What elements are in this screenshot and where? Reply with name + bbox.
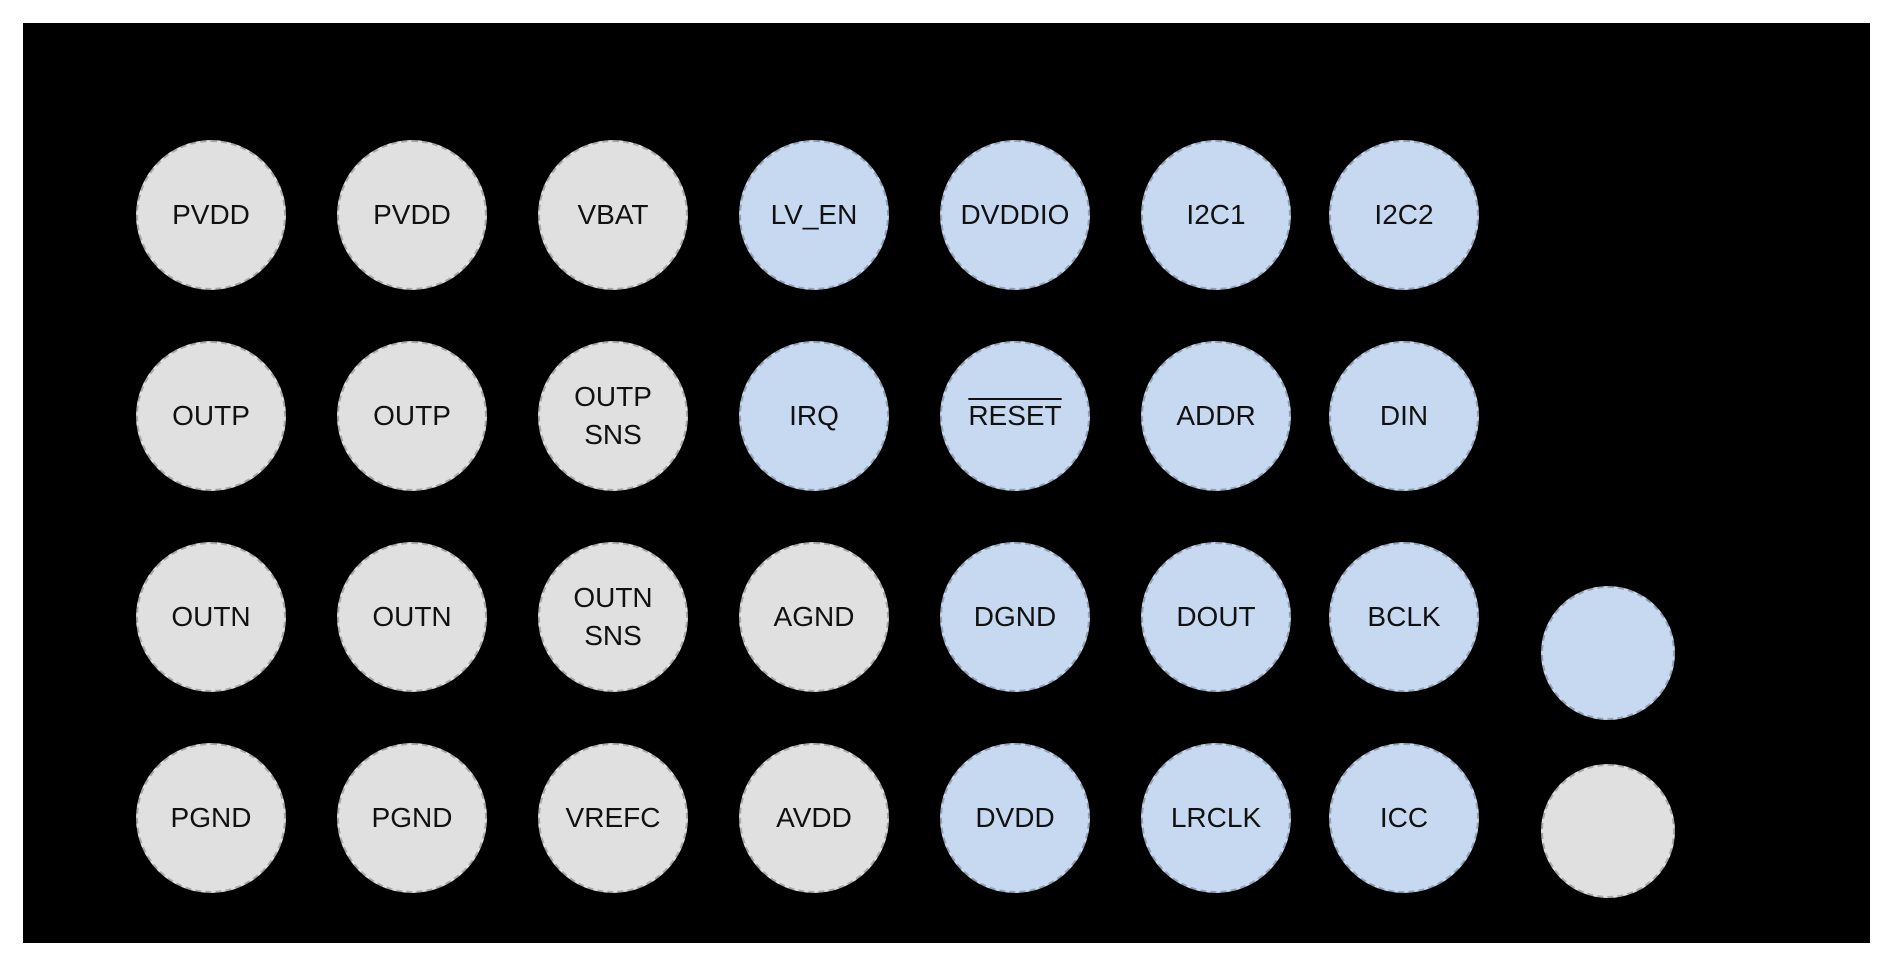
pin-label: I2C2 bbox=[1374, 199, 1434, 230]
pin-avdd: AVDD bbox=[739, 743, 889, 893]
pin-label-line-1: OUTN bbox=[573, 582, 653, 613]
pin-outp-sns: OUTP SNS bbox=[538, 341, 688, 491]
pin-i2c2: I2C2 bbox=[1329, 140, 1479, 290]
pin-label: LV_EN bbox=[770, 199, 858, 230]
pin-irq: IRQ bbox=[739, 341, 889, 491]
pin-label: PVDD bbox=[373, 199, 451, 230]
pin-addr: ADDR bbox=[1141, 341, 1291, 491]
pin-pvdd-2: PVDD bbox=[337, 140, 487, 290]
pin-label: AGND bbox=[773, 601, 855, 632]
pin-label: DGND bbox=[973, 601, 1057, 632]
legend-analog-swatch bbox=[1541, 764, 1675, 898]
pin-dgnd: DGND bbox=[940, 542, 1090, 692]
pin-vbat: VBAT bbox=[538, 140, 688, 290]
pin-label-line-2: SNS bbox=[584, 419, 642, 450]
pin-i2c1: I2C1 bbox=[1141, 140, 1291, 290]
legend-digital-swatch bbox=[1541, 586, 1675, 720]
pin-outn-1: OUTN bbox=[136, 542, 286, 692]
pin-bclk: BCLK bbox=[1329, 542, 1479, 692]
pin-label: DIN bbox=[1379, 400, 1429, 431]
pin-label: ADDR bbox=[1176, 400, 1256, 431]
pin-label: IRQ bbox=[789, 400, 839, 431]
pin-label: PGND bbox=[170, 802, 252, 833]
pin-outp-1: OUTP bbox=[136, 341, 286, 491]
pin-label: OUTP bbox=[172, 400, 250, 431]
pin-dvddio: DVDDIO bbox=[940, 140, 1090, 290]
pin-icc: ICC bbox=[1329, 743, 1479, 893]
pin-dout: DOUT bbox=[1141, 542, 1291, 692]
pin-label: VREFC bbox=[565, 802, 661, 833]
pin-label: OUTN bbox=[171, 601, 251, 632]
pin-label: I2C1 bbox=[1186, 199, 1246, 230]
pin-label: ICC bbox=[1379, 802, 1429, 833]
pin-label-line-1: OUTP bbox=[574, 381, 652, 412]
pin-label: PGND bbox=[371, 802, 453, 833]
pin-reset-n: RESET bbox=[940, 341, 1090, 491]
pin-pgnd-2: PGND bbox=[337, 743, 487, 893]
pin-agnd: AGND bbox=[739, 542, 889, 692]
pin-pvdd-1: PVDD bbox=[136, 140, 286, 290]
pin-dvdd: DVDD bbox=[940, 743, 1090, 893]
pin-label: DVDDIO bbox=[960, 199, 1070, 230]
pin-pgnd-1: PGND bbox=[136, 743, 286, 893]
pin-label: RESET bbox=[968, 400, 1062, 431]
pin-label: BCLK bbox=[1367, 601, 1441, 632]
pin-lv-en: LV_EN bbox=[739, 140, 889, 290]
pin-label: AVDD bbox=[776, 802, 852, 833]
pin-din: DIN bbox=[1329, 341, 1479, 491]
pin-label: VBAT bbox=[577, 199, 649, 230]
pin-vrefc: VREFC bbox=[538, 743, 688, 893]
pin-label: DOUT bbox=[1176, 601, 1256, 632]
pin-label: OUTN bbox=[372, 601, 452, 632]
pin-label: PVDD bbox=[172, 199, 250, 230]
pin-label: DVDD bbox=[975, 802, 1055, 833]
pin-outn-sns: OUTN SNS bbox=[538, 542, 688, 692]
pin-lrclk: LRCLK bbox=[1141, 743, 1291, 893]
pin-outp-2: OUTP bbox=[337, 341, 487, 491]
pin-label-line-2: SNS bbox=[584, 620, 642, 651]
pin-outn-2: OUTN bbox=[337, 542, 487, 692]
pin-label: LRCLK bbox=[1170, 802, 1262, 833]
pin-label: OUTP bbox=[373, 400, 451, 431]
